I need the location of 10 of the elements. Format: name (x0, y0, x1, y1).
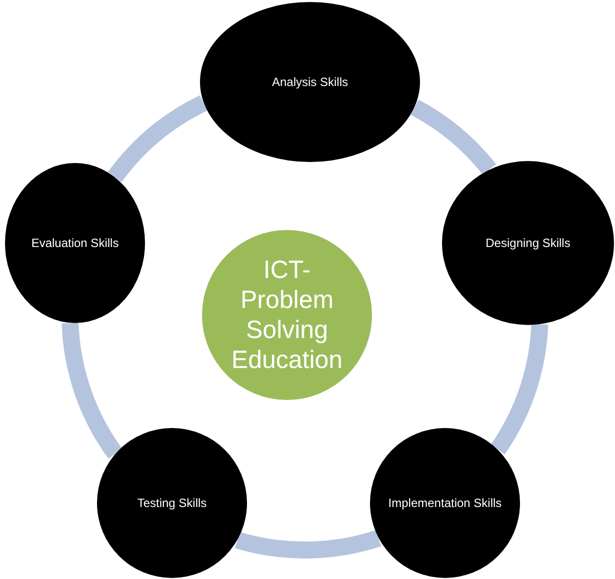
node-label: Evaluation Skills (31, 236, 119, 250)
node-label: ICT-Problem Solving Education (230, 255, 344, 375)
ring-connector (235, 530, 381, 558)
ring-connector (62, 322, 122, 458)
node-label: Designing Skills (486, 236, 570, 250)
node-label: Analysis Skills (272, 74, 348, 90)
ring-connector (490, 323, 548, 454)
ring-connector (410, 100, 496, 176)
node-label: Implementation Skills (388, 496, 502, 510)
node-label: Testing Skills (137, 496, 207, 510)
